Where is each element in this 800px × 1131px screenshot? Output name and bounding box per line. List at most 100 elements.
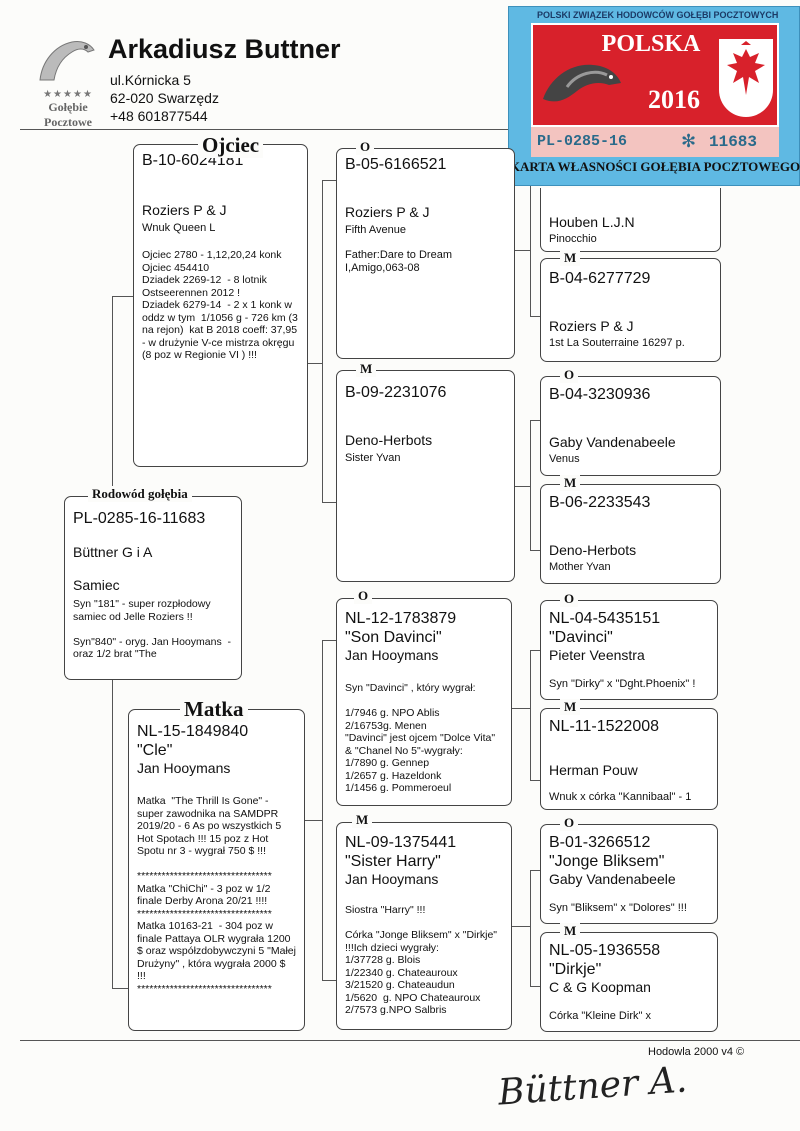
logo-stars: ★★★★★ xyxy=(43,89,93,100)
mfm-card: NL-11-1522008 Herman Pouw Wnuk x córka "… xyxy=(540,708,718,810)
pigeon-name: 1st La Souterraine 16297 p. xyxy=(549,337,685,349)
card-red-panel: POLSKA 2016 xyxy=(531,23,779,127)
owner-name: Houben L.J.N xyxy=(549,214,635,230)
fff-card: Houben L.J.N Pinocchio xyxy=(540,188,721,252)
logo-line1: Gołębie xyxy=(48,100,88,114)
pigeon-name: Mother Yvan xyxy=(549,561,611,573)
connector xyxy=(112,988,128,989)
connector xyxy=(530,870,540,871)
card-year: 2016 xyxy=(648,85,700,114)
pedigree-note: Matka "The Thrill Is Gone" - super zawod… xyxy=(137,795,296,995)
mff-label: O xyxy=(560,591,579,607)
owner-name: Jan Hooymans xyxy=(345,871,439,887)
owner-name: Roziers P & J xyxy=(345,204,430,220)
pedigree-note: Siostra "Harry" !!! Córka "Jonge Bliksem… xyxy=(345,904,498,1016)
connector xyxy=(512,708,530,709)
pigeon-name: "Davinci" xyxy=(549,629,613,646)
breeder-city: 62-020 Swarzędz xyxy=(110,90,219,106)
mother-label: Matka xyxy=(180,697,248,722)
ring-number: NL-12-1783879 xyxy=(345,610,457,627)
mmf-card: B-01-3266512 "Jonge Bliksem" Gaby Vanden… xyxy=(540,824,718,924)
ring-number: B-01-3266512 xyxy=(549,834,651,851)
pigeon-name: Pinocchio xyxy=(549,233,597,245)
logo: ★★★★★ Gołębie Pocztowe xyxy=(32,34,104,129)
connector xyxy=(530,420,531,550)
connector xyxy=(322,980,336,981)
owner-name: Herman Pouw xyxy=(549,762,638,778)
owner-name: Jan Hooymans xyxy=(345,647,439,663)
ff-label: O xyxy=(356,139,375,155)
owner-name: Roziers P & J xyxy=(142,202,227,218)
connector xyxy=(322,640,336,641)
father-card: B-10-6024181 Roziers P & J Wnuk Queen L … xyxy=(133,144,308,467)
pigeon-name: "Sister Harry" xyxy=(345,853,441,870)
fmm-card: B-06-2233543 Deno-Herbots Mother Yvan xyxy=(540,484,721,584)
pigeon-name: Venus xyxy=(549,453,580,465)
pedigree-note: Ojciec 2780 - 1,12,20,24 konk Ojciec 454… xyxy=(142,249,298,361)
pedigree-note: Syn "Davinci" , który wygrał: 1/7946 g. … xyxy=(345,682,496,794)
fm-label: M xyxy=(356,361,377,377)
breeder-name: Arkadiusz Buttner xyxy=(108,34,341,64)
logo-line2: Pocztowe xyxy=(44,115,92,129)
ring-number: NL-09-1375441 xyxy=(345,834,457,851)
owner-name: Deno-Herbots xyxy=(549,542,637,558)
card-ring-text: POLSKI ZWIĄZEK HODOWCÓW GOŁĘBI POCZTOWYC… xyxy=(537,10,779,20)
connector xyxy=(530,316,540,317)
connector xyxy=(530,650,531,780)
owner-name: Gaby Vandenabeele xyxy=(549,871,676,887)
connector xyxy=(530,870,531,986)
pigeon-name: "Jonge Bliksem" xyxy=(549,853,665,870)
sex: Samiec xyxy=(73,577,120,593)
eagle-emblem xyxy=(719,39,773,117)
fmf-label: O xyxy=(560,367,579,383)
connector xyxy=(305,820,322,821)
eagle-icon xyxy=(727,41,765,95)
ring-number: PL-0285-16-11683 xyxy=(73,510,206,527)
ring-number: NL-11-1522008 xyxy=(549,718,660,735)
pedigree-note: Syn "181" - super rozpłodowy samiec od J… xyxy=(73,598,232,660)
owner-name: Pieter Veenstra xyxy=(549,647,645,663)
breeder-street: ul.Kórnicka 5 xyxy=(110,72,191,88)
card-asterisk: ✻ xyxy=(681,131,697,151)
main-label: Rodowód gołębia xyxy=(88,486,192,502)
ring-number: NL-05-1936558 xyxy=(549,942,661,959)
owner-name: Gaby Vandenabeele xyxy=(549,434,676,450)
pedigree-note: Córka "Kleine Dirk" x xyxy=(549,1010,651,1022)
ffm-card: B-04-6277729 Roziers P & J 1st La Souter… xyxy=(540,258,721,362)
connector xyxy=(322,640,323,980)
owner-name: Büttner G i A xyxy=(73,544,153,560)
pigeon-name: "Son Davinci" xyxy=(345,629,442,646)
owner-name: C & G Koopman xyxy=(549,979,651,995)
software-credit: Hodowla 2000 v4 © xyxy=(648,1046,745,1058)
owner-name: Roziers P & J xyxy=(549,318,634,334)
connector xyxy=(530,550,540,551)
connector xyxy=(515,250,530,251)
paternal-grandmother-card: B-09-2231076 Deno-Herbots Sister Yvan xyxy=(336,370,515,582)
paternal-grandfather-card: B-05-6166521 Roziers P & J Fifth Avenue … xyxy=(336,148,515,359)
pigeon-name: Sister Yvan xyxy=(345,452,401,464)
ring-number: NL-04-5435151 xyxy=(549,610,661,627)
ring-number: B-06-2233543 xyxy=(549,494,651,511)
connector xyxy=(530,780,540,781)
pigeon-name: "Dirkje" xyxy=(549,961,602,978)
mf-label: O xyxy=(354,588,373,604)
mother-card: NL-15-1849840 "Cle" Jan Hooymans Matka "… xyxy=(128,709,305,1031)
connector xyxy=(530,986,540,987)
pigeon-logo-icon xyxy=(39,41,95,81)
connector xyxy=(112,296,134,297)
card-ring-row: PL-0285-16 ✻ 11683 xyxy=(531,127,779,157)
father-label: Ojciec xyxy=(198,133,264,158)
main-pigeon-card: PL-0285-16-11683 Büttner G i A Samiec Sy… xyxy=(64,496,242,680)
card-footer: KARTA WŁASNOŚCI GOŁĘBIA POCZTOWEGO xyxy=(509,159,800,174)
fmf-card: B-04-3230936 Gaby Vandenabeele Venus xyxy=(540,376,721,476)
owner-name: Deno-Herbots xyxy=(345,432,433,448)
connector xyxy=(322,180,323,502)
pigeon-icon xyxy=(543,64,621,102)
connector xyxy=(530,420,540,421)
maternal-grandfather-card: NL-12-1783879 "Son Davinci" Jan Hooymans… xyxy=(336,598,512,806)
pedigree-note: Wnuk x córka "Kannibaal" - 1 xyxy=(549,791,692,803)
connector xyxy=(530,186,531,316)
connector xyxy=(322,502,336,503)
ring-number: B-04-6277729 xyxy=(549,270,651,287)
connector xyxy=(515,486,530,487)
